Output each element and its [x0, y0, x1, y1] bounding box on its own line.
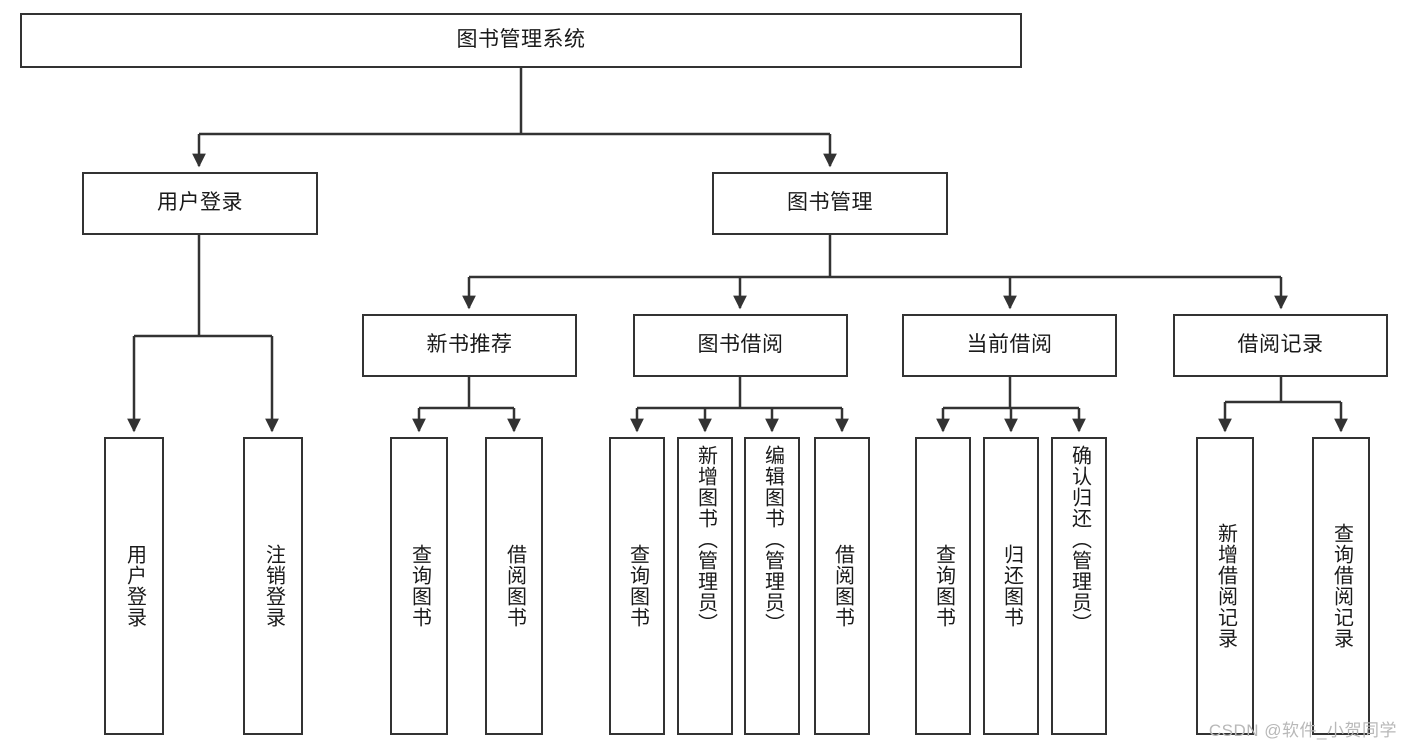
leaf-borrow-add-book-admin[interactable]: 新增图书（管理员） [677, 437, 733, 735]
leaf-borrow-edit-book-admin[interactable]: 编辑图书（管理员） [744, 437, 800, 735]
leaf-record-query-borrow-record[interactable]: 查询借阅记录 [1312, 437, 1370, 735]
node-root-book-management-system[interactable]: 图书管理系统 [20, 13, 1022, 68]
node-label: 注销登录 [262, 544, 285, 628]
node-label: 借阅图书 [503, 544, 526, 628]
leaf-current-query-book[interactable]: 查询图书 [915, 437, 971, 735]
node-label: 用户登录 [123, 544, 146, 628]
node-label: 新书推荐 [426, 333, 513, 357]
node-label: 查询图书 [408, 544, 431, 628]
node-label: 用户登录 [157, 191, 243, 215]
node-label: 编辑图书（管理员） [761, 445, 784, 634]
leaf-user-login-signout[interactable]: 注销登录 [243, 437, 303, 735]
node-label: 新增图书（管理员） [694, 445, 717, 634]
leaf-borrow-borrow-book[interactable]: 借阅图书 [814, 437, 870, 735]
leaf-recommend-query-book[interactable]: 查询图书 [390, 437, 448, 735]
leaf-current-confirm-return-admin[interactable]: 确认归还（管理员） [1051, 437, 1107, 735]
node-label: 图书管理 [787, 191, 873, 215]
node-label: 借阅图书 [831, 544, 854, 628]
leaf-user-login-signin[interactable]: 用户登录 [104, 437, 164, 735]
node-label: 查询借阅记录 [1330, 523, 1353, 649]
leaf-borrow-query-book[interactable]: 查询图书 [609, 437, 665, 735]
node-label: 查询图书 [932, 544, 955, 628]
leaf-recommend-borrow-book[interactable]: 借阅图书 [485, 437, 543, 735]
node-new-book-recommend[interactable]: 新书推荐 [362, 314, 577, 377]
leaf-record-add-borrow-record[interactable]: 新增借阅记录 [1196, 437, 1254, 735]
node-user-login[interactable]: 用户登录 [82, 172, 318, 235]
node-label: 确认归还（管理员） [1068, 445, 1091, 634]
node-label: 归还图书 [1000, 544, 1023, 628]
node-current-borrow[interactable]: 当前借阅 [902, 314, 1117, 377]
node-book-borrow[interactable]: 图书借阅 [633, 314, 848, 377]
node-label: 查询图书 [626, 544, 649, 628]
leaf-current-return-book[interactable]: 归还图书 [983, 437, 1039, 735]
csdn-watermark: CSDN @软件_小贺同学 [1208, 721, 1397, 740]
node-label: 借阅记录 [1237, 333, 1324, 357]
node-label: 图书借阅 [697, 333, 784, 357]
node-borrow-record[interactable]: 借阅记录 [1173, 314, 1388, 377]
node-label: 图书管理系统 [456, 28, 586, 52]
node-label: 当前借阅 [966, 333, 1053, 357]
node-label: 新增借阅记录 [1214, 523, 1237, 649]
node-book-management[interactable]: 图书管理 [712, 172, 948, 235]
